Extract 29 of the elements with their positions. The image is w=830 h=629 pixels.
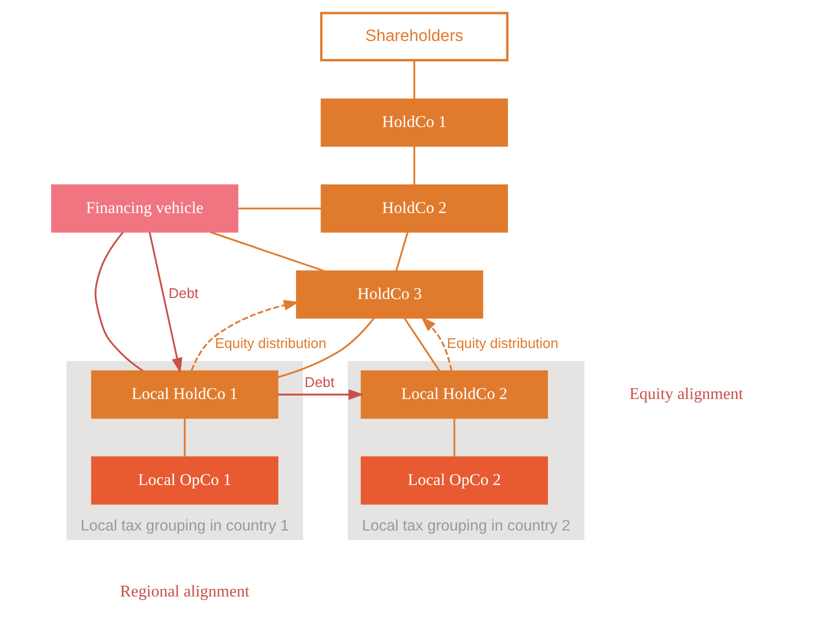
node-box: Local HoldCo 1 bbox=[90, 370, 278, 419]
node-box: HoldCo 3 bbox=[296, 270, 483, 319]
node-box: Local OpCo 1 bbox=[90, 456, 278, 505]
node-box: HoldCo 2 bbox=[320, 184, 508, 233]
edge-label: Debt bbox=[304, 374, 334, 390]
connector bbox=[277, 318, 374, 378]
label: Regional alignment bbox=[120, 582, 249, 601]
arrow bbox=[148, 232, 182, 374]
connector bbox=[412, 60, 415, 99]
connector bbox=[94, 232, 143, 372]
connector bbox=[237, 208, 321, 210]
connector bbox=[412, 146, 415, 185]
node-box: Local HoldCo 2 bbox=[360, 370, 548, 419]
arrow bbox=[277, 389, 364, 400]
connector bbox=[452, 418, 455, 457]
node-box: HoldCo 1 bbox=[320, 98, 508, 147]
arrow bbox=[420, 316, 452, 371]
label: Equity alignment bbox=[628, 384, 743, 403]
node-box: Shareholders bbox=[320, 12, 508, 62]
connector bbox=[210, 231, 324, 272]
edge-label: Equity distribution bbox=[446, 335, 558, 352]
node-box: Financing vehicle bbox=[50, 184, 238, 233]
edge-label: Debt bbox=[168, 285, 198, 302]
connector bbox=[183, 418, 186, 457]
connector bbox=[403, 318, 440, 372]
edge-label: Equity distribution bbox=[214, 335, 326, 352]
node-box: Local OpCo 2 bbox=[360, 456, 548, 505]
connector bbox=[394, 232, 408, 272]
arrow bbox=[190, 300, 299, 371]
